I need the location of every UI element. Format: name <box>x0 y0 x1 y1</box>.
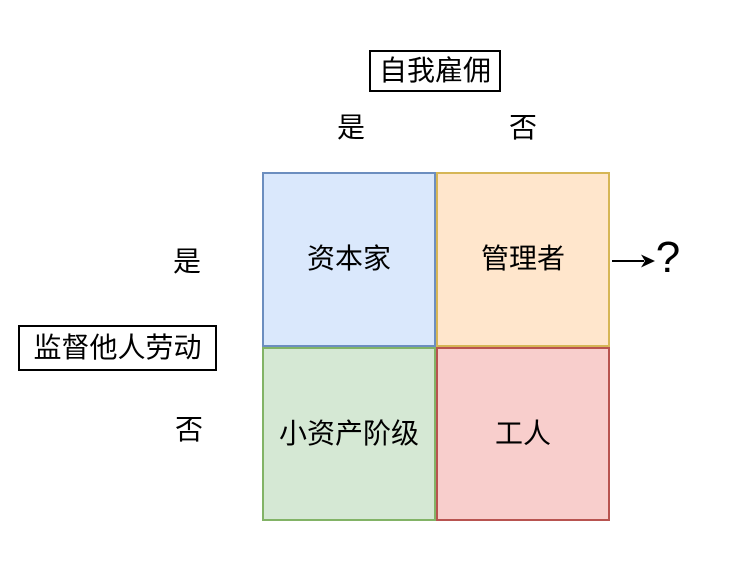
quadrant-bottom-right-label: 工人 <box>494 417 551 449</box>
quadrant-top-right: 管理者 <box>436 172 610 347</box>
right-arrow-icon <box>612 254 655 268</box>
left-axis-title-box: 监督他人劳动 <box>18 325 217 371</box>
quadrant-bottom-right: 工人 <box>436 346 610 521</box>
column-label-yes: 是 <box>336 112 365 143</box>
quadrant-top-right-label: 管理者 <box>480 243 565 275</box>
column-label-no: 否 <box>508 112 537 143</box>
left-axis-title: 监督他人劳动 <box>33 332 202 363</box>
quadrant-top-left: 资本家 <box>262 172 436 347</box>
row-label-yes: 是 <box>172 246 201 277</box>
row-label-no: 否 <box>174 414 203 445</box>
quadrant-grid: 资本家 管理者 小资产阶级 工人 <box>262 172 610 521</box>
question-mark: ? <box>655 233 681 282</box>
top-axis-title: 自我雇佣 <box>378 55 491 86</box>
quadrant-bottom-left: 小资产阶级 <box>262 346 436 521</box>
quadrant-bottom-left-label: 小资产阶级 <box>278 417 419 449</box>
quadrant-top-left-label: 资本家 <box>306 243 391 275</box>
top-axis-title-box: 自我雇佣 <box>369 50 501 92</box>
